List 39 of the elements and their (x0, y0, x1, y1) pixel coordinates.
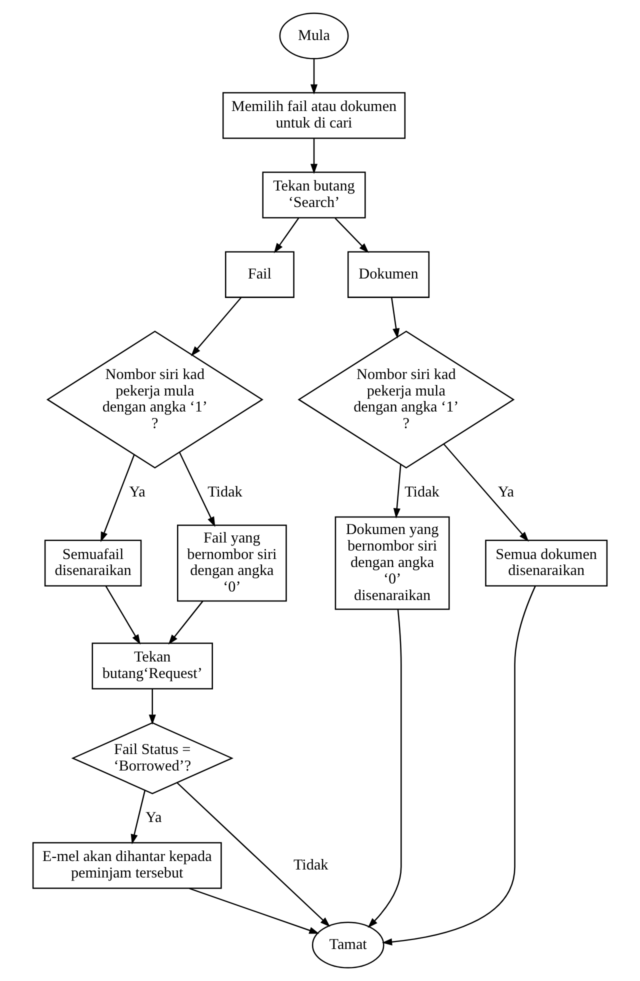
node-box: Fail (224, 251, 294, 298)
arrow (189, 888, 320, 934)
node-diamond: Nombor siri kad pekerja mula dengan angka ‘1’ ? (298, 330, 515, 469)
arrow (334, 218, 369, 254)
node-diamond: Fail Status = ‘Borrowed’? (71, 722, 234, 794)
edge-label: Ya (146, 809, 162, 826)
arrow (148, 688, 156, 725)
arrow (310, 59, 318, 94)
node-ellipse: Mula (279, 12, 349, 60)
arrow (105, 586, 140, 645)
node-box: Semua dokumen disenaraikan (485, 540, 608, 586)
arrow (178, 452, 216, 527)
edge-label: Tidak (293, 856, 328, 874)
edge-label: Tidak (208, 483, 242, 500)
arrow (130, 790, 146, 844)
node-box: Semuafail disenaraikan (44, 540, 142, 586)
arrow (168, 600, 204, 645)
arrow (274, 218, 300, 254)
node-box: Dokumen yang bernombor siri dengan angka ‘0’ disenaraikan (334, 516, 450, 610)
arrow (176, 782, 330, 927)
node-box: Tekan butang ‘Search’ (262, 172, 366, 218)
arrow (310, 138, 318, 174)
node-box: Memilih fail atau dokumen untuk di cari (222, 92, 406, 139)
node-ellipse: Tamat (312, 922, 384, 968)
arrow (382, 586, 536, 946)
arrow (393, 464, 402, 518)
arrow (368, 609, 402, 928)
node-box: Fail yang bernombor siri dengan angka ‘0’ (177, 524, 287, 602)
arrow (190, 297, 242, 356)
edge-label: Tidak (404, 483, 440, 500)
node-box: E-mel akan dihantar kepada peminjam tersebut (32, 842, 222, 889)
arrow (391, 298, 400, 339)
edge-label: Ya (129, 483, 146, 500)
node-diamond: Nombor siri kad pekerja mula dengan angka ‘1’ ? (46, 330, 264, 469)
node-box: Dokumen (347, 251, 430, 298)
arrow (443, 444, 529, 542)
edge-label: Ya (498, 483, 514, 500)
arrow (100, 454, 135, 542)
node-box: Tekan butang‘Request’ (92, 642, 213, 690)
